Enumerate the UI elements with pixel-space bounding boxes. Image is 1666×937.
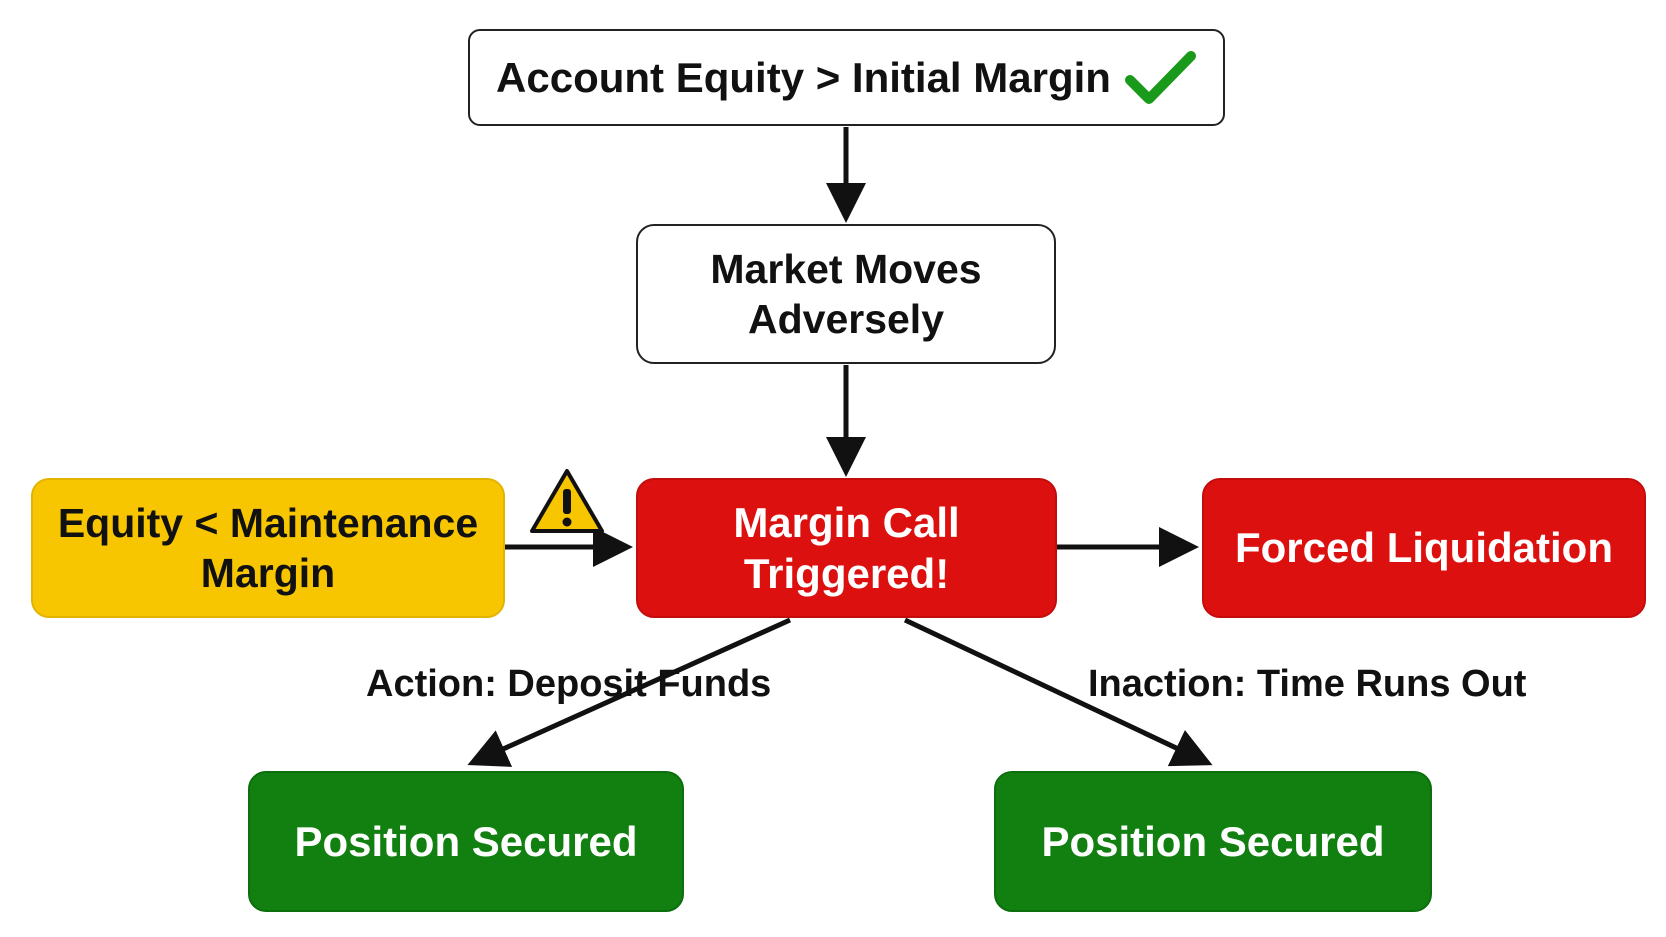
position-secured-right-node: Position Secured [994, 771, 1432, 912]
warning-icon [530, 469, 604, 533]
action-deposit-funds-label: Action: Deposit Funds [366, 663, 772, 705]
arrow-margin-call-to-left-secured [467, 617, 792, 767]
margin-call-line-2: Triggered! [743, 550, 950, 597]
position-secured-left-node: Position Secured [248, 771, 684, 912]
equity-maintenance-node: Equity < Maintenance Margin [31, 478, 505, 618]
forced-liquidation-node: Forced Liquidation [1202, 478, 1646, 618]
position-secured-right-label: Position Secured [1041, 817, 1385, 865]
account-equity-node: Account Equity > Initial Margin [468, 29, 1225, 126]
margin-call-line-1: Margin Call [733, 498, 960, 546]
market-moves-node: Market Moves Adversely [636, 224, 1056, 364]
market-moves-line-2: Adversely [747, 296, 944, 342]
inaction-time-runs-out-label: Inaction: Time Runs Out [1088, 663, 1527, 705]
forced-liquidation-label: Forced Liquidation [1235, 524, 1613, 572]
arrow-margin-call-to-right-secured [903, 617, 1213, 767]
equity-maintenance-line-1: Equity < Maintenance [57, 499, 479, 546]
market-moves-line-1: Market Moves [710, 245, 982, 292]
check-icon [1124, 50, 1196, 104]
equity-maintenance-line-2: Margin [200, 550, 336, 596]
account-equity-label: Account Equity > Initial Margin [496, 53, 1111, 101]
position-secured-left-label: Position Secured [294, 817, 638, 865]
margin-call-node: Margin Call Triggered! [636, 478, 1057, 618]
